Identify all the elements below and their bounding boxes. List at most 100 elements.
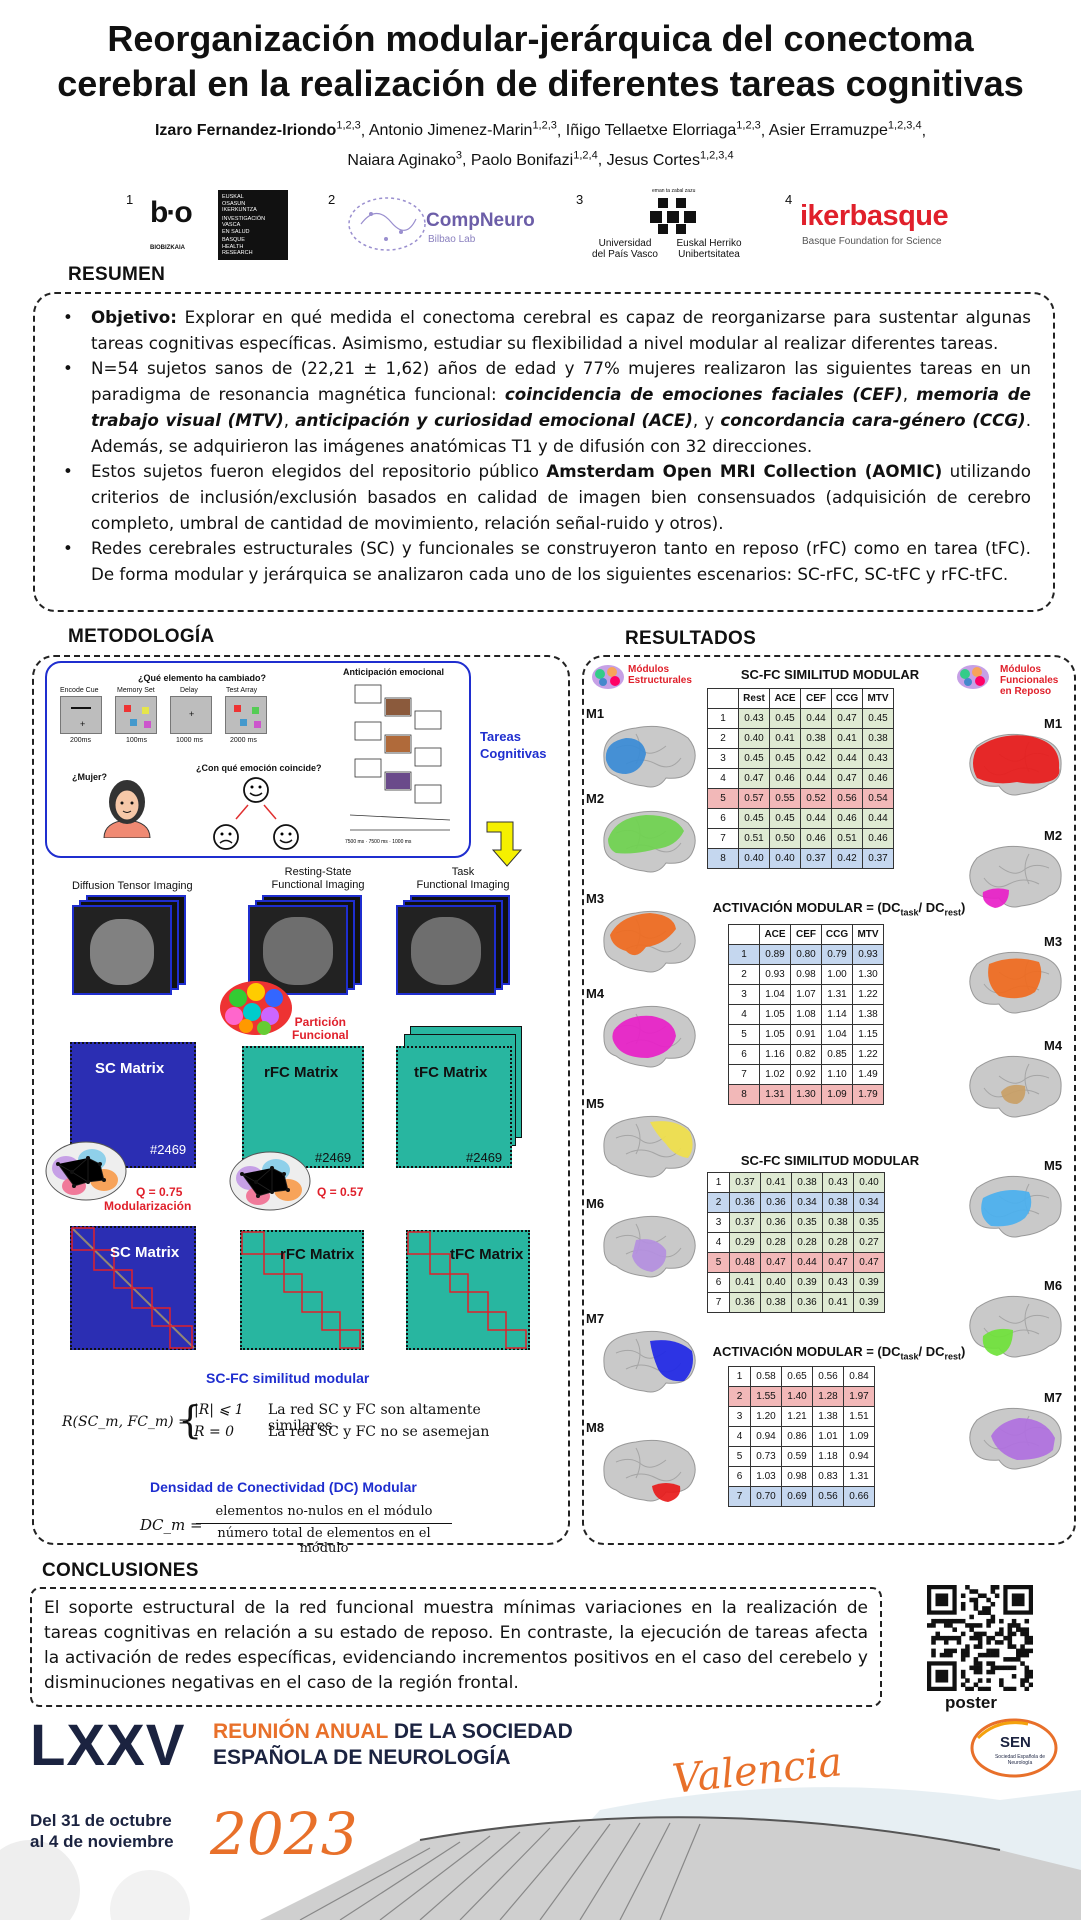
functional-module-brain	[965, 1050, 1069, 1122]
dti-image-stack	[72, 895, 188, 995]
row-index-cell: 7	[728, 1064, 760, 1085]
author-name: Iñigo Tellaetxe Elorriaga	[565, 122, 737, 140]
tfc-matrix-2-modules	[407, 1231, 527, 1349]
row-index-cell: 4	[707, 1232, 730, 1253]
eq1-brace: {	[178, 1398, 203, 1442]
q-value-1: Q = 0.75	[136, 1185, 183, 1199]
task-line-2: Functional Imaging	[416, 879, 510, 891]
similarity-equation: R(SC_m, FC_m) = { |R| ⩽ 1 La red SC y FC…	[62, 1398, 542, 1446]
structural-module-brain	[596, 720, 700, 792]
date-line-1: Del 31 de octubre	[30, 1811, 172, 1830]
table-cell: 0.45	[769, 808, 801, 829]
table-cell: 0.40	[853, 1172, 885, 1193]
rfc-matrix-2-modules	[241, 1231, 361, 1349]
table-cell: 0.41	[729, 1272, 761, 1293]
time-1000: 1000 ms	[176, 737, 203, 744]
resultados-box	[582, 655, 1076, 1545]
author-4: Asier Erramuzpe1,2,3,4	[768, 120, 922, 140]
delay-frame: +	[170, 696, 212, 734]
right-module-label: M7	[1044, 1390, 1063, 1405]
table-cell: 1.49	[852, 1064, 884, 1085]
dc-fraction-bar	[196, 1523, 452, 1524]
objetivo-text: Explorar en qué medida el conectoma cere…	[91, 307, 1031, 353]
table-cell: 0.36	[729, 1192, 761, 1213]
rfc-matrix-1-label: rFC Matrix	[264, 1064, 339, 1081]
table-cell: 0.36	[729, 1292, 761, 1313]
osakidetza-line: INVESTIGACIÓN	[222, 215, 266, 222]
upv-line-4: Unibertsitatea	[678, 249, 740, 260]
memory-frame	[115, 696, 157, 734]
anticipacion-label: Anticipación emocional	[343, 667, 445, 677]
table-cell: 0.85	[821, 1044, 853, 1065]
rs-image-stack	[248, 895, 364, 995]
conclusiones-box: El soporte estructural de la red funcion…	[30, 1587, 882, 1707]
table-cell: 0.36	[791, 1292, 823, 1313]
table-cell: 0.93	[852, 944, 884, 965]
biocruces-logo: b·o	[150, 196, 193, 229]
column-header	[728, 924, 760, 945]
column-header: MTV	[862, 688, 894, 709]
table-cell: 1.20	[750, 1406, 782, 1427]
author-name: Izaro Fernandez-Iriondo	[154, 122, 337, 140]
table-cell: 1.16	[759, 1044, 791, 1065]
compneuro-name: CompNeuro	[426, 210, 535, 231]
b2-sep-3: , y	[692, 409, 721, 430]
t4-title-end: )	[961, 1344, 966, 1359]
row-index-cell: 1	[728, 1366, 751, 1387]
osakidetza-line: BASQUE	[222, 237, 245, 243]
modular-brain-graph-2	[229, 1151, 311, 1211]
table-cell: 0.45	[769, 748, 801, 769]
table-cell: 0.51	[738, 828, 770, 849]
table-cell: 0.44	[831, 748, 863, 769]
row-index-cell: 2	[728, 964, 760, 985]
row-index-cell: 2	[707, 728, 739, 749]
metodologia-heading: METODOLOGÍA	[68, 626, 215, 647]
table-cell: 0.86	[781, 1426, 813, 1447]
table-cell: 0.36	[760, 1192, 792, 1213]
aomic-label: Amsterdam Open MRI Collection (AOMIC)	[546, 461, 943, 482]
table-cell: 0.52	[800, 788, 832, 809]
author-name: Antonio Jimenez-Marin	[368, 122, 533, 140]
author-affiliation: 1,2,4	[573, 149, 598, 162]
footer-background	[0, 1787, 1081, 1920]
right-module-label: M4	[1044, 1038, 1063, 1053]
mod-est-line-1: Módulos	[628, 664, 670, 675]
table-cell: 0.35	[853, 1212, 885, 1233]
mod-fun-line-3: en Reposo	[1000, 686, 1052, 697]
table-cell: 1.30	[852, 964, 884, 985]
table-cell: 0.34	[853, 1192, 885, 1213]
b2-text-b: . Además, se adquirieron las imágenes an…	[91, 409, 1031, 456]
t4-title-mid: / DC	[918, 1344, 945, 1359]
sen-logo-text: SEN	[1000, 1734, 1031, 1751]
table-cell: 0.56	[812, 1366, 844, 1387]
t2-sub-task: task	[900, 907, 919, 918]
compneuro-sub: Bilbao Lab	[428, 234, 476, 245]
left-module-label: M2	[586, 791, 605, 806]
mod-est-line-2: Estructurales	[628, 675, 692, 686]
structural-module-brain	[596, 1325, 700, 1397]
author-name: Asier Erramuzpe	[768, 122, 888, 140]
sc-matrix-2-modules	[71, 1227, 195, 1349]
author-3: Iñigo Tellaetxe Elorriaga1,2,3	[565, 120, 761, 140]
table-cell: 0.42	[800, 748, 832, 769]
sc-matrix-1-label: SC Matrix	[95, 1060, 165, 1077]
table-cell: 0.98	[781, 1466, 813, 1487]
test-frame	[225, 696, 267, 734]
row-index-cell: 5	[728, 1024, 760, 1045]
table-cell: 0.57	[738, 788, 770, 809]
table-cell: 0.79	[821, 944, 853, 965]
author-affiliation: 1,2,3,4	[699, 149, 734, 162]
table-cell: 1.38	[812, 1406, 844, 1427]
qr-code-icon[interactable]	[927, 1585, 1033, 1691]
table-cell: 0.40	[738, 728, 770, 749]
row-index-cell: 2	[728, 1386, 751, 1407]
